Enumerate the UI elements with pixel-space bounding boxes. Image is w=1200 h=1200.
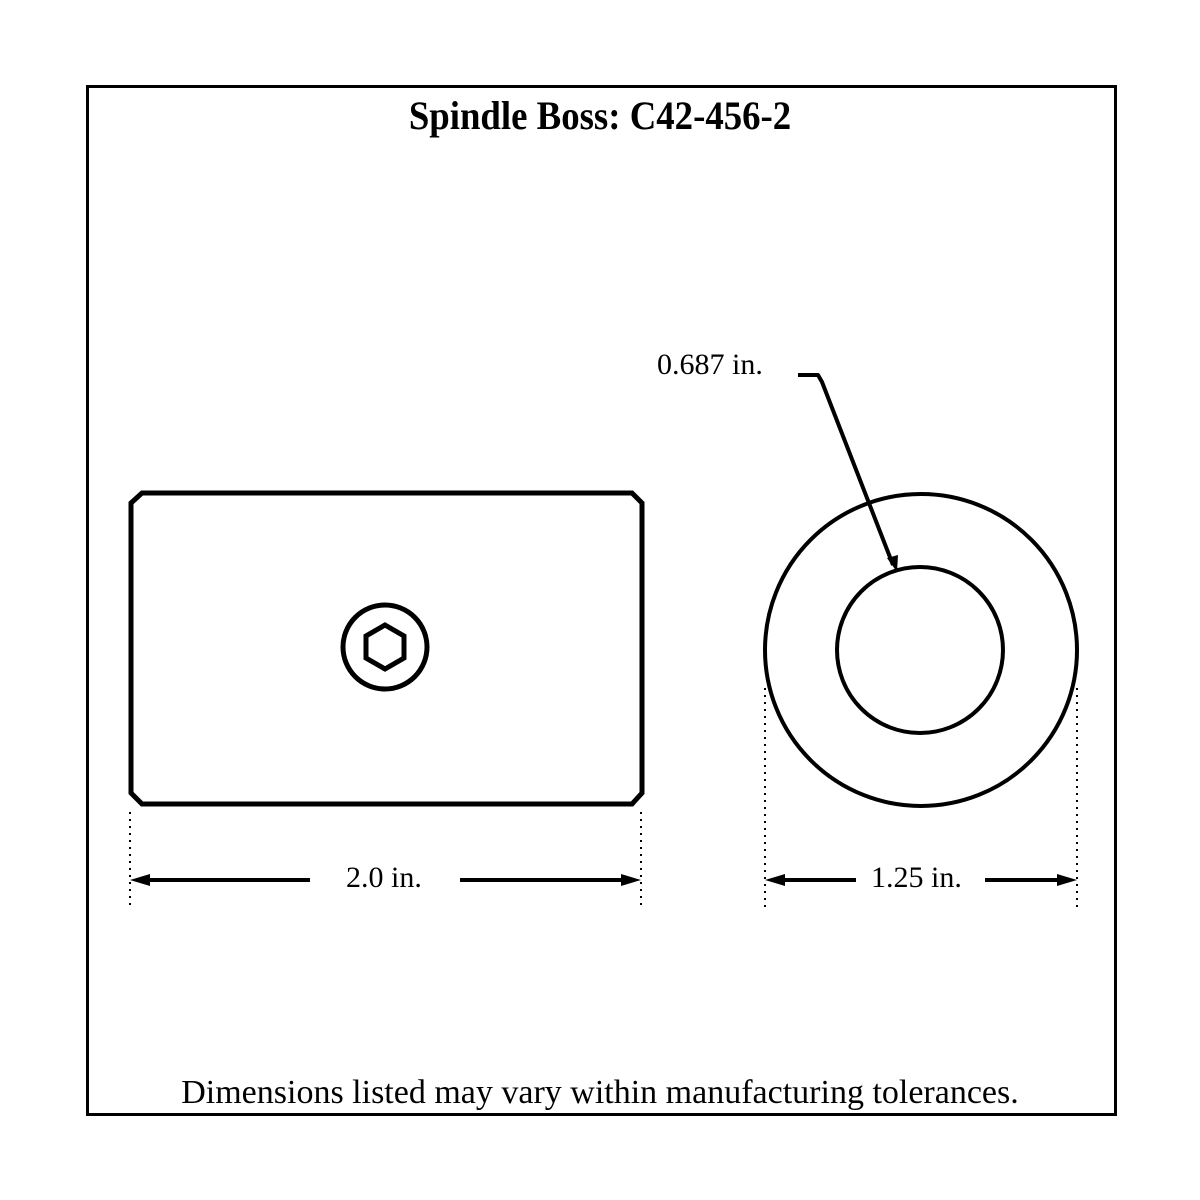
body-outline bbox=[128, 490, 645, 807]
length-dimension-label: 2.0 in. bbox=[346, 861, 422, 894]
hex-socket-icon bbox=[340, 602, 430, 692]
arrow-left-icon bbox=[130, 874, 150, 886]
side-view bbox=[128, 490, 645, 910]
outer-diameter-label: 1.25 in. bbox=[871, 861, 962, 894]
outer-circle bbox=[763, 492, 1079, 808]
drawing-title: Spindle Boss: C42-456-2 bbox=[408, 93, 792, 138]
inner-bore-circle bbox=[835, 565, 1005, 735]
tolerance-note: Dimensions listed may vary within manufa… bbox=[181, 1074, 1019, 1111]
inner-diameter-label: 0.687 in. bbox=[657, 348, 763, 381]
end-view bbox=[763, 373, 1079, 910]
arrow-right-icon bbox=[1057, 874, 1077, 886]
bore-leader-line bbox=[798, 373, 898, 572]
drawing-frame bbox=[86, 85, 1117, 1116]
leader-arrow-icon bbox=[887, 555, 898, 572]
arrow-left-icon bbox=[765, 874, 785, 886]
length-dimension-arrows bbox=[130, 874, 641, 886]
diameter-dimension-arrows bbox=[765, 874, 1077, 886]
arrow-right-icon bbox=[621, 874, 641, 886]
